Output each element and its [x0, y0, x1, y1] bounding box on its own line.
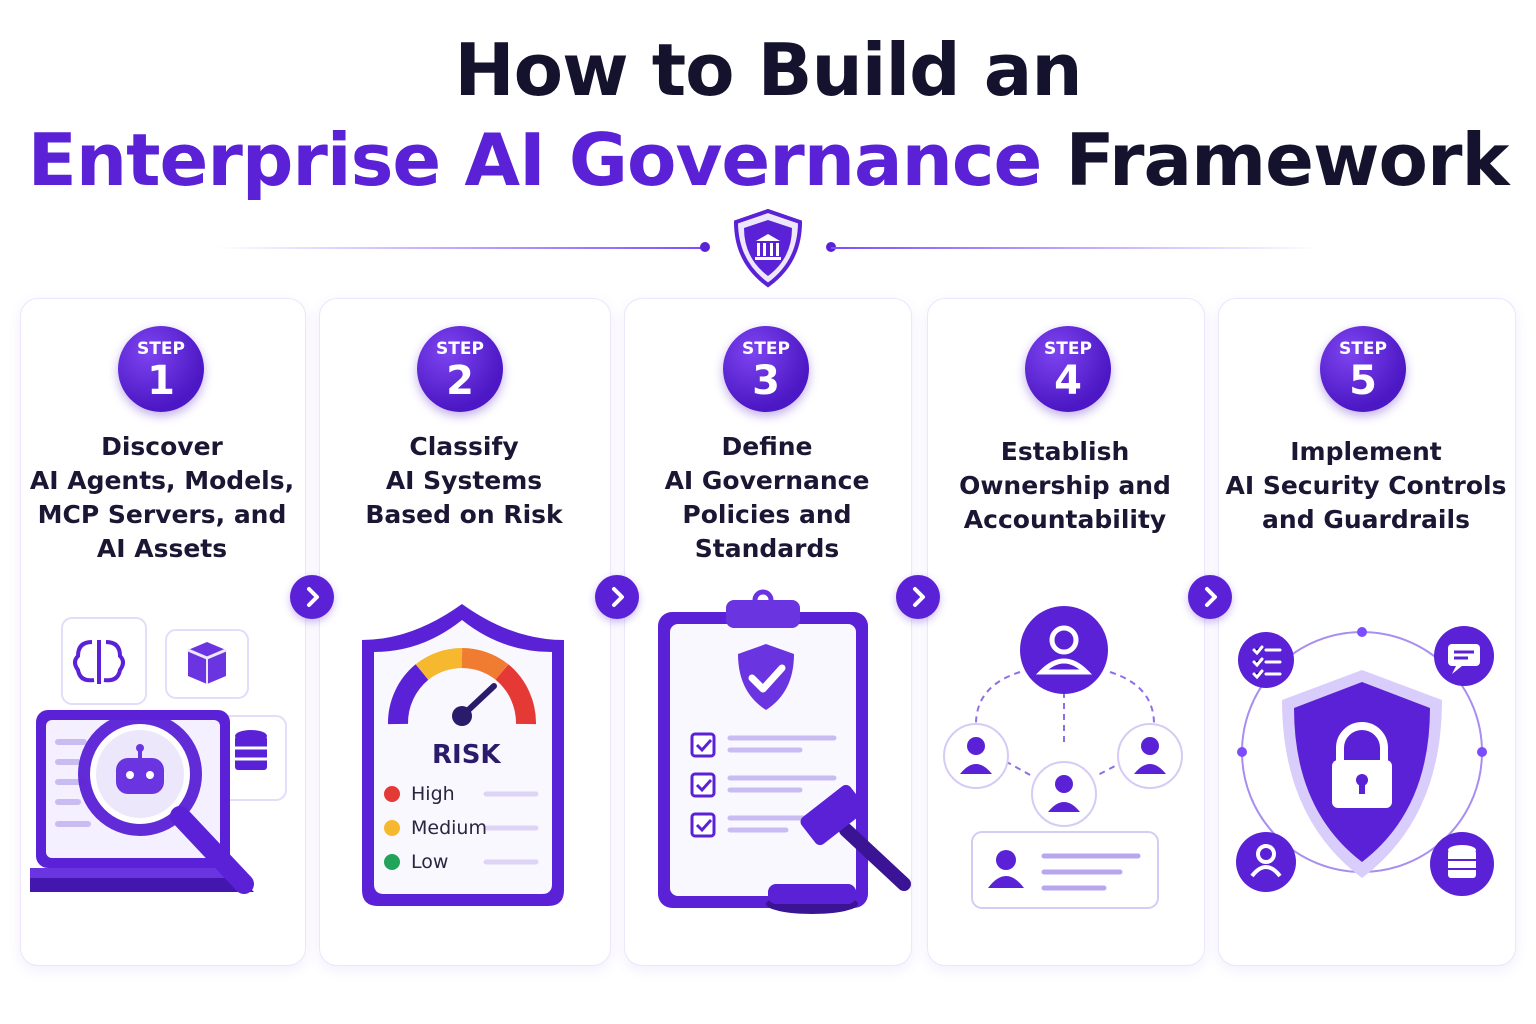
next-step-arrow-1: [290, 575, 334, 619]
risk-label: RISK: [432, 740, 501, 770]
divider-right: [831, 247, 1321, 249]
person-icon: [1117, 723, 1183, 789]
next-step-arrow-3: [896, 575, 940, 619]
risk-gauge-icon: [362, 604, 564, 906]
user-icon: [1236, 832, 1296, 892]
chevron-right-icon: [1205, 587, 1217, 607]
title-accent: Enterprise AI Governance: [27, 118, 1043, 202]
chevron-right-icon: [913, 587, 925, 607]
divider-left: [215, 247, 705, 249]
shield-lock-icon: [1236, 626, 1494, 896]
chevron-right-icon: [612, 587, 624, 607]
clipboard-gavel-icon: [658, 589, 911, 914]
next-step-arrow-4: [1188, 575, 1232, 619]
checklist-icon: [1238, 632, 1294, 688]
risk-level-high: High: [411, 783, 455, 805]
governance-shield-icon: [733, 208, 803, 288]
page-title-line-1: How to Build an: [454, 28, 1082, 112]
person-icon: [1031, 761, 1097, 827]
risk-level-low: Low: [411, 851, 449, 873]
next-step-arrow-2: [595, 575, 639, 619]
chevron-right-icon: [307, 587, 319, 607]
gavel-icon: [766, 784, 911, 914]
database-icon: [235, 730, 267, 770]
page-title-line-2: Enterprise AI Governance Framework: [0, 118, 1536, 202]
divider-dot-left: [700, 242, 710, 252]
database-icon: [1430, 832, 1494, 896]
magnifier-laptop-icon: [30, 617, 287, 894]
package-icon: [187, 642, 227, 684]
org-chart-icon: [943, 606, 1183, 909]
title-rest: Framework: [1065, 118, 1509, 202]
shield-check-icon: [738, 644, 794, 710]
brain-icon: [73, 640, 125, 684]
risk-level-medium: Medium: [411, 817, 487, 839]
chat-icon: [1434, 626, 1494, 686]
person-icon: [943, 723, 1009, 789]
robot-icon: [116, 744, 164, 794]
